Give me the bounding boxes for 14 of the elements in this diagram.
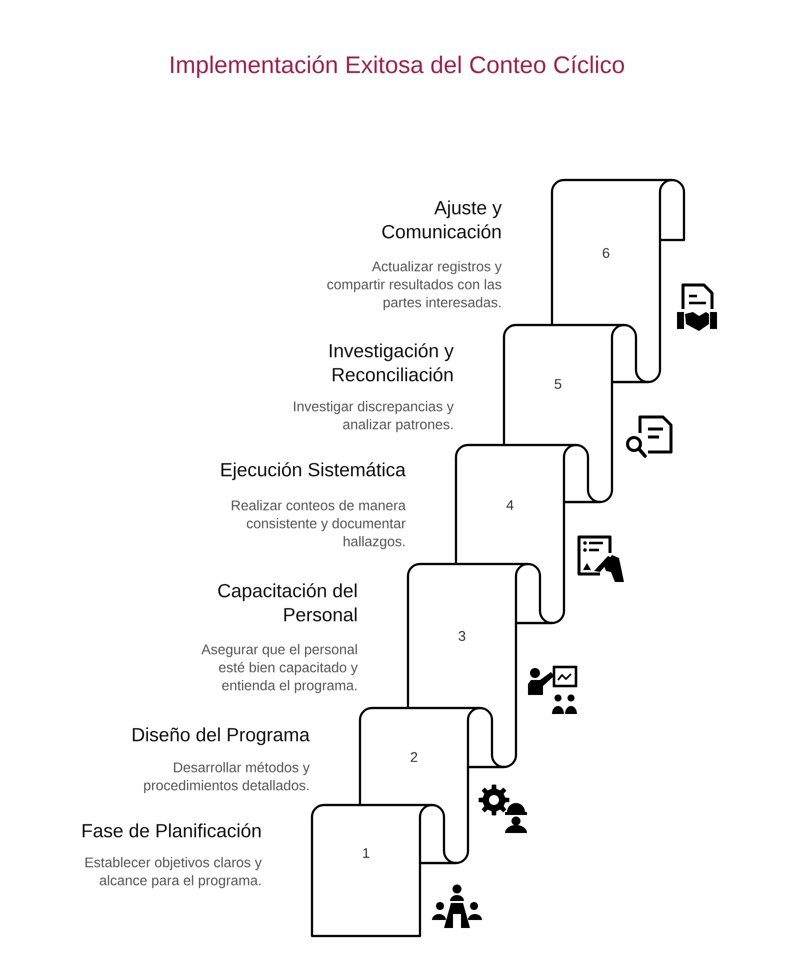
step-heading: Ejecución Sistemática: [222, 462, 406, 480]
step-heading: Capacitación del Personal: [218, 583, 356, 622]
step-description: Desarrollar métodos y procedimientos detallados.: [144, 762, 310, 794]
step-heading: Diseño del Programa: [132, 727, 310, 746]
step-heading: Investigación y Reconciliación: [330, 343, 454, 382]
step-description: Asegurar que el personal esté bien capacitado y entienda el programa.: [201, 644, 358, 694]
step-description: Realizar conteos de manera consistente y documentar hallazgos.: [232, 500, 406, 550]
scroll-step: 1: [310, 804, 458, 938]
title: Implementación Exitosa del Conteo Cíclico: [171, 55, 624, 78]
step-heading: Ajuste y Comunicación: [382, 200, 502, 238]
step-description: Actualizar registros y compartir resultados con las partes interesadas.: [327, 261, 502, 310]
step-description: Investigar discrepancias y analizar patrones.: [294, 401, 454, 432]
step-heading: Fase de Planificación: [82, 823, 261, 838]
step-description: Establecer objetivos claros y alcance para el programa.: [86, 857, 262, 888]
